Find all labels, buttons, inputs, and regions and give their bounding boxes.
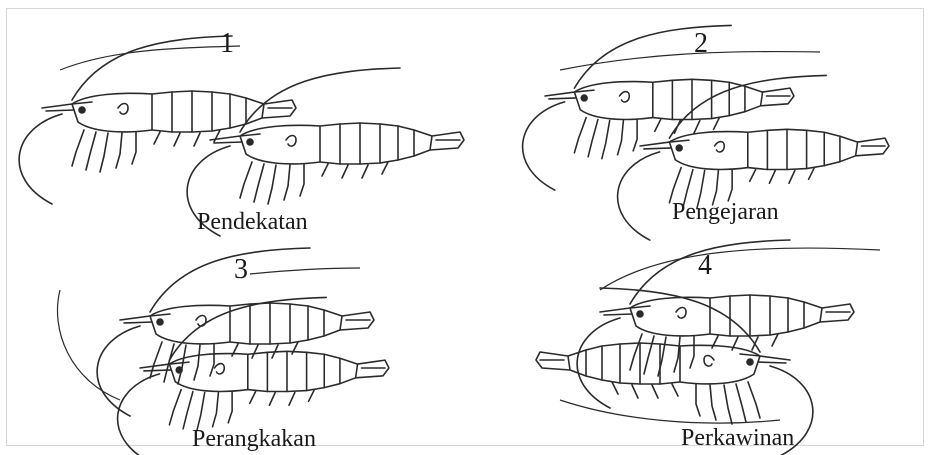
stage-caption-pengejaran: Pengejaran xyxy=(672,200,779,224)
stage-caption-perkawinan: Perkawinan xyxy=(681,426,794,450)
stage-caption-pendekatan: Pendekatan xyxy=(197,210,308,234)
shrimp-icon xyxy=(523,25,794,190)
stage-caption-perangkakan: Perangkakan xyxy=(192,427,316,451)
stage-number-2: 2 xyxy=(694,30,708,58)
stage-3-drawing xyxy=(58,248,389,455)
stage-number-1: 1 xyxy=(220,30,234,58)
shrimp-icon xyxy=(19,36,296,204)
stage-number-4: 4 xyxy=(698,252,712,280)
stage-number-3: 3 xyxy=(234,256,248,284)
stage-1-drawing xyxy=(19,36,464,236)
